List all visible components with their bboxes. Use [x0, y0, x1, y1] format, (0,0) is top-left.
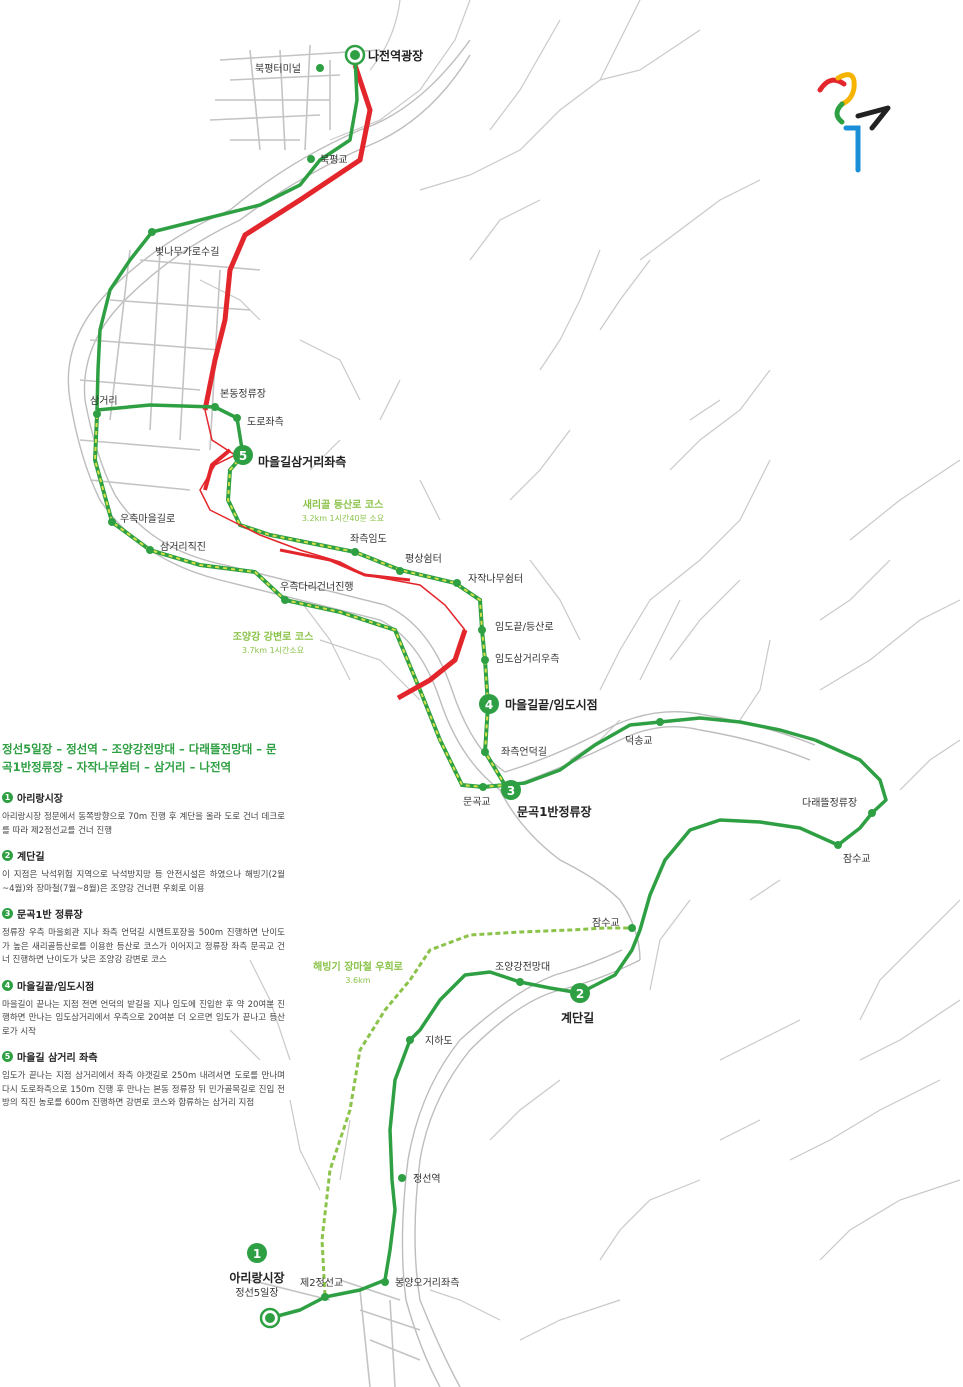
svg-text:좌측언덕길: 좌측언덕길 [501, 745, 547, 758]
svg-text:임도끝/등산로: 임도끝/등산로 [495, 620, 554, 633]
point-3[interactable]: 3 문곡1반정류장 [501, 780, 592, 819]
course-labels: 새리골 등산로 코스 3.2km 1시간40분 소요 조양강 강변로 코스 3.… [233, 498, 403, 985]
route-summary: 정선5일장 – 정선역 – 조양강전망대 – 다래뜰전망대 – 문곡1반정류장 … [2, 742, 277, 774]
svg-text:삼거리직진: 삼거리직진 [160, 541, 206, 553]
svg-text:임도삼거리우측: 임도삼거리우측 [495, 652, 559, 665]
svg-text:자작나무쉼터: 자작나무쉼터 [468, 573, 523, 585]
joyang-title: 조양강 강변로 코스 [233, 630, 314, 643]
svg-text:잠수교: 잠수교 [843, 853, 871, 865]
svg-text:2: 2 [576, 987, 584, 1001]
stop-5-title: 마을길 삼거리 좌측 [17, 1053, 98, 1064]
stop-5: 5 마을길 삼거리 좌측 임도가 끝나는 지점 삼거리에서 좌측 야갯길로 250… [2, 1049, 285, 1111]
river [67, 39, 816, 1387]
stop-4-number: 4 [2, 979, 13, 991]
point-5[interactable]: 5 마을길삼거리좌측 [233, 445, 346, 469]
stop-1: 1 아리랑시장 아리랑시장 정문에서 동쪽방향으로 70m 진행 후 계단을 올라… [2, 790, 285, 838]
svg-text:도로좌측: 도로좌측 [247, 416, 284, 428]
stop-1-title: 아리랑시장 [17, 794, 63, 805]
svg-text:다래뜰정류장: 다래뜰정류장 [802, 797, 857, 809]
end-marker[interactable]: 나전역광장 [344, 44, 423, 66]
point-3-label: 문곡1반정류장 [517, 804, 592, 819]
svg-text:4: 4 [485, 698, 493, 712]
stop-2-desc: 이 지점은 낙석위험 지역으로 낙석방지망 등 안전시설은 하였으나 해빙기(2… [2, 870, 285, 894]
stop-2-number: 2 [2, 850, 13, 861]
svg-text:북평터미널: 북평터미널 [255, 63, 301, 75]
start-subtitle: 정선5일장 [235, 1287, 278, 1299]
stop-3: 3 문곡1반 정류장 정류장 우측 마을회관 지나 좌측 언덕길 시멘트포장을 5… [2, 906, 285, 968]
stop-3-desc: 정류장 우측 마을회관 지나 좌측 언덕길 시멘트포장을 500m 진행하면 난… [2, 928, 285, 965]
svg-text:벚나무가로수길: 벚나무가로수길 [155, 245, 219, 258]
point-2[interactable]: 2 계단길 [561, 983, 594, 1025]
stop-4-title: 마을길끝/임도시점 [17, 981, 95, 993]
point-4-label: 마을길끝/임도시점 [505, 697, 598, 712]
start-marker[interactable]: 1 아리랑시장 정선5일장 [229, 1243, 285, 1329]
start-title: 아리랑시장 [229, 1270, 284, 1285]
stop-2: 2 계단길 이 지점은 낙석위험 지역으로 낙석방지망 등 안전시설은 하였으나 … [2, 848, 285, 896]
stop-1-number: 1 [2, 792, 13, 803]
svg-text:덕송교: 덕송교 [625, 735, 653, 747]
route-waypoints [93, 64, 876, 1301]
main-route [95, 54, 888, 1320]
svg-text:평상쉼터: 평상쉼터 [405, 553, 442, 565]
terrain-lines [199, 0, 961, 1341]
svg-text:우측다리건너진행: 우측다리건너진행 [280, 581, 354, 593]
info-panel: 정선5일장 – 정선역 – 조양강전망대 – 다래뜰전망대 – 문곡1반정류장 … [0, 740, 285, 1121]
place-labels: 북평터미널 북평교 벚나무가로수길 삼거리 본동정류장 도로좌측 우측마을길로 … [90, 63, 871, 1289]
start-number: 1 [253, 1247, 261, 1261]
svg-text:3: 3 [507, 784, 515, 798]
road-network [79, 44, 421, 1387]
stop-3-title: 문곡1반 정류장 [17, 910, 83, 921]
detour-title: 해빙기 장마철 우회로 [313, 960, 403, 973]
svg-text:삼거리: 삼거리 [90, 395, 118, 407]
svg-text:북평교: 북평교 [320, 154, 348, 166]
stop-2-title: 계단길 [17, 852, 45, 863]
saerigol-sub: 3.2km 1시간40분 소요 [302, 513, 384, 523]
svg-text:본동정류장: 본동정류장 [220, 388, 266, 400]
stop-1-desc: 아리랑시장 정문에서 동쪽방향으로 70m 진행 후 계단을 올라 도로 건너 … [2, 812, 285, 836]
svg-text:좌측임도: 좌측임도 [350, 532, 387, 545]
svg-text:문곡교: 문곡교 [463, 796, 491, 808]
detour-sub: 3.6km [345, 976, 370, 985]
red-route [199, 64, 468, 701]
stop-3-number: 3 [2, 908, 13, 919]
stop-5-number: 5 [2, 1051, 13, 1062]
svg-text:조양강전망대: 조양강전망대 [495, 961, 550, 973]
svg-text:5: 5 [239, 449, 247, 463]
svg-text:잠수교: 잠수교 [592, 917, 620, 929]
logo-icon [817, 72, 891, 173]
point-5-label: 마을길삼거리좌측 [258, 454, 346, 469]
svg-text:지하도: 지하도 [425, 1034, 453, 1047]
svg-text:정선역: 정선역 [413, 1173, 441, 1185]
point-4[interactable]: 4 마을길끝/임도시점 [479, 694, 598, 714]
saerigol-title: 새리골 등산로 코스 [303, 498, 384, 511]
stop-4: 4 마을길끝/임도시점 마을길이 끝나는 지점 전면 언덕의 밭길을 지나 임도에… [2, 978, 285, 1040]
stop-5-desc: 임도가 끝나는 지점 삼거리에서 좌측 야갯길로 250m 내려서면 도로를 만… [2, 1071, 285, 1108]
joyang-sub: 3.7km 1시간소요 [242, 645, 304, 655]
end-title: 나전역광장 [368, 48, 423, 63]
stop-4-desc: 마을길이 끝나는 지점 전면 언덕의 밭길을 지나 임도에 진입한 후 약 20… [2, 999, 285, 1037]
svg-text:제2정선교: 제2정선교 [300, 1277, 343, 1289]
point-2-label: 계단길 [561, 1010, 594, 1025]
joyang-river-course [92, 414, 506, 790]
svg-text:봉양오거리좌측: 봉양오거리좌측 [395, 1277, 459, 1289]
detour-route [320, 926, 632, 1296]
svg-text:우측마을길로: 우측마을길로 [120, 512, 175, 525]
